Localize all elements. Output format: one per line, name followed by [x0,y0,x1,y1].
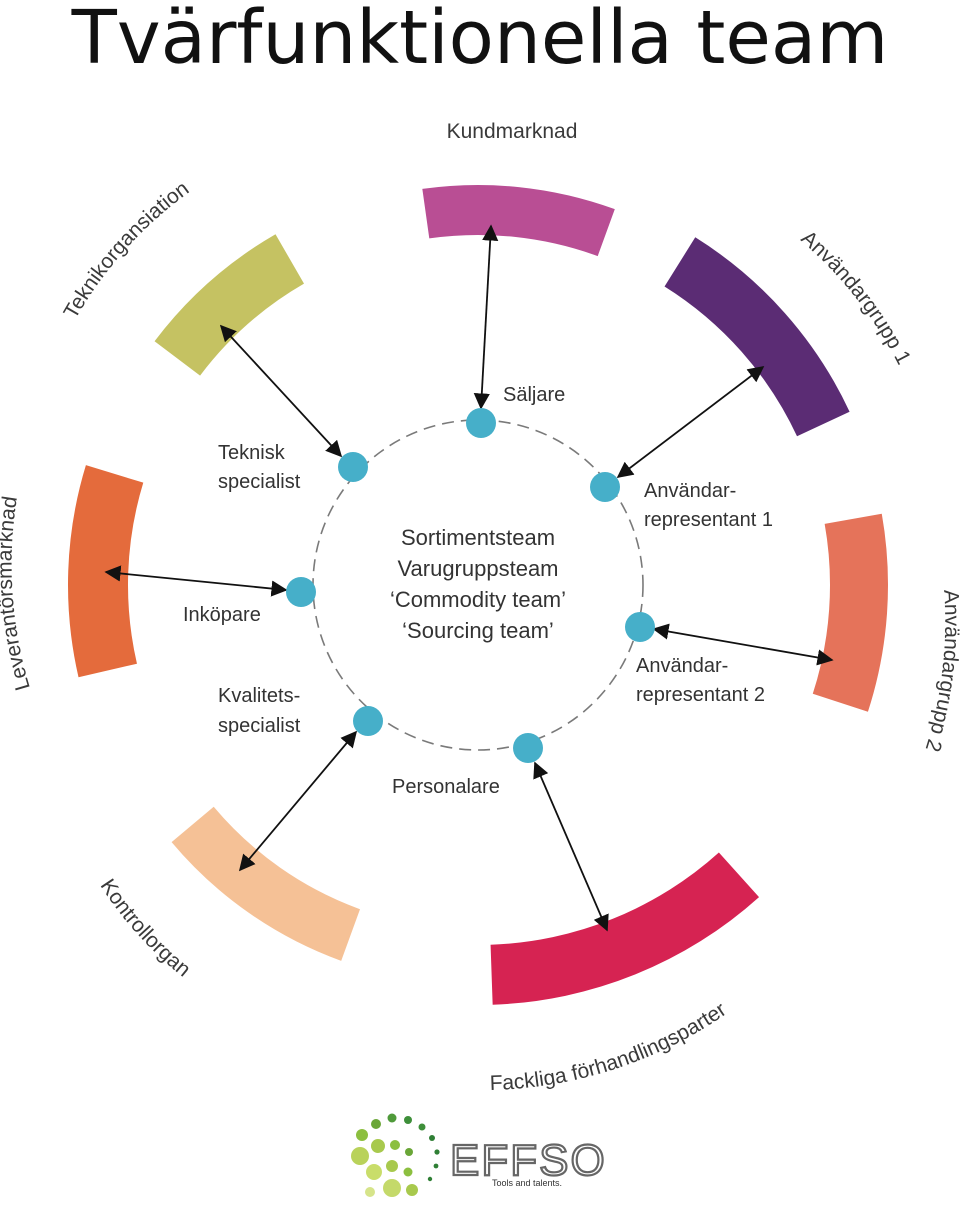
center-line-2: Varugruppsteam [397,556,558,581]
segment-fackliga [490,852,760,1005]
node-saljare [466,408,496,438]
node-kvalitetsspecialist [353,706,383,736]
logo-word: EFFSO [450,1136,607,1185]
role-anvandarrep-1-line-2: representant 1 [644,509,773,531]
segment-kontrollorgan [171,806,361,961]
segment-label-fackliga: Fackliga förhandlingsparter [489,998,730,1095]
arrow-inkopare [104,565,288,597]
node-anvandarrep-2 [625,612,655,642]
segment-teknikorganisation [154,234,304,376]
node-personalare [513,733,543,763]
arrow-kvalitetsspecialist [238,730,358,872]
role-kvalitetsspecialist-line-2: specialist [218,715,301,737]
role-anvandarrep-2-line-2: representant 2 [636,684,765,706]
segment-leverantorsmarknad [68,465,144,678]
role-teknisk-specialist-line-2: specialist [218,471,301,493]
center-line-3: ‘Commodity team’ [390,587,566,612]
role-teknisk-specialist-line-1: Teknisk [218,442,286,464]
role-anvandarrep-2-line-1: Användar- [636,655,728,677]
role-inkopare: Inköpare [183,604,261,626]
segment-kundmarknad [422,185,615,257]
arrow-personalare [533,761,609,932]
segment-label-anvandargrupp-1: Användargrupp 1 [797,226,915,368]
slide-title: Tvärfunktionella team [71,0,889,81]
arrow-saljare [473,224,499,410]
segment-anvandargrupp-2 [812,513,888,712]
node-anvandarrep-1 [590,472,620,502]
center-line-1: Sortimentsteam [401,525,555,550]
segments-layer [68,185,888,1005]
arrows-layer [104,224,834,932]
segment-label-kundmarknad: Kundmarknad [447,120,578,143]
role-kvalitetsspecialist-line-1: Kvalitets- [218,685,300,707]
center-line-4: ‘Sourcing team’ [402,618,554,643]
node-inkopare [286,577,316,607]
segment-anvandargrupp-1 [664,237,850,437]
arrow-anvandarrep-2 [652,623,834,666]
arrow-teknisk-specialist [219,324,343,458]
effso-logo: EFFSO Tools and talents. [351,1113,607,1197]
segment-label-teknikorganisation: Teknikorgansiation [59,177,193,323]
role-saljare: Säljare [503,384,565,406]
segment-label-kontrollorgan: Kontrollorgan [96,875,195,981]
nodes-layer [286,408,655,763]
role-personalare: Personalare [392,776,500,798]
node-teknisk-specialist [338,452,368,482]
segment-label-anvandargrupp-2: Användargrupp 2 [921,589,960,755]
role-anvandarrep-1-line-1: Användar- [644,480,736,502]
logo-tagline: Tools and talents. [492,1178,562,1188]
arrow-anvandarrep-1 [616,366,765,478]
segment-label-leverantorsmarknad: Leverantörsmarknad [0,495,35,693]
logo-mark [351,1113,440,1197]
